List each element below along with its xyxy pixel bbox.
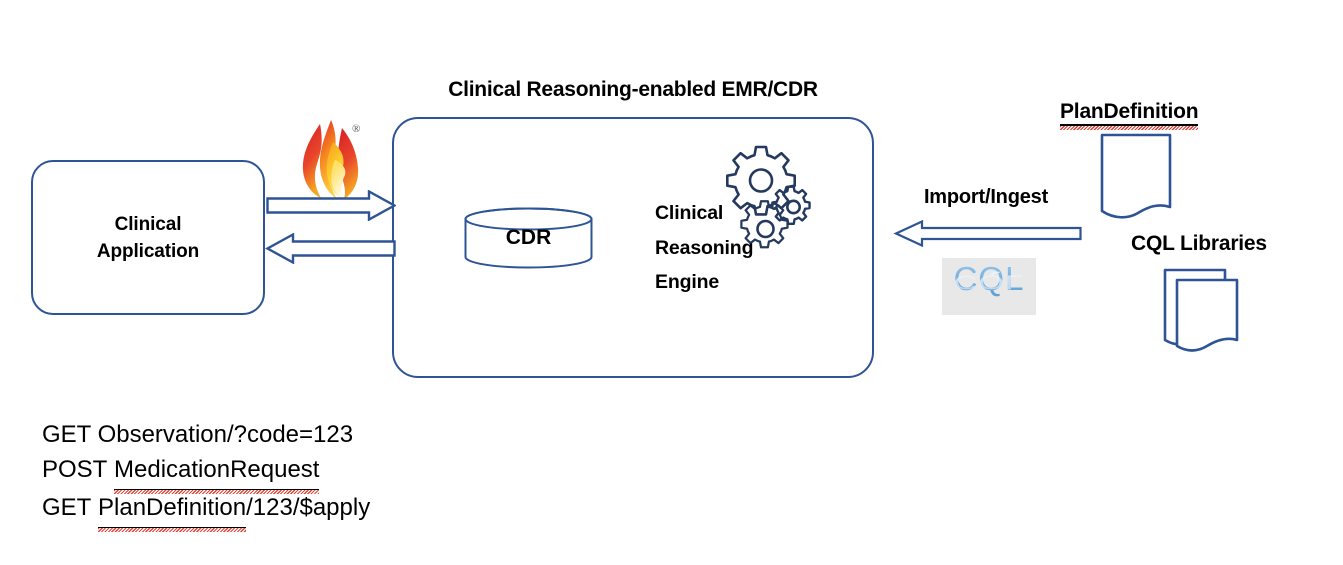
plandefinition-document-icon	[1100, 133, 1172, 223]
spellcheck-squiggle-plandefinition	[1060, 126, 1199, 130]
clinical-reasoning-engine-label: Clinical Reasoning Engine	[655, 196, 835, 300]
cdr-database-cylinder	[463, 207, 594, 269]
cre-line-2: Reasoning	[655, 236, 754, 259]
cdr-label: CDR	[505, 226, 552, 249]
request-line-2: POST MedicationRequest	[42, 452, 370, 494]
cql-libraries-documents-icon	[1163, 268, 1253, 358]
request-line-3-suffix: /123/$apply	[246, 494, 371, 521]
cql-libraries-label: CQL Libraries	[1131, 232, 1267, 255]
response-arrow-left	[259, 232, 396, 265]
plandefinition-label: PlanDefinition	[1060, 100, 1199, 130]
request-line-3-verb: GET	[42, 494, 92, 521]
cre-line-1: Clinical	[655, 202, 724, 224]
request-line-2-resource: MedicationRequest	[114, 452, 320, 494]
gears-icon	[714, 141, 814, 253]
clinical-application-line-1: Clinical	[114, 214, 182, 235]
import-ingest-label: Import/Ingest	[923, 186, 1049, 208]
request-arrow-right	[266, 189, 397, 222]
clinical-application-line-2: Application	[96, 240, 200, 262]
example-requests-block: GET Observation/?code=123 POST Medicatio…	[42, 417, 371, 532]
request-line-2-verb: POST	[42, 456, 108, 483]
request-line-1-text: GET Observation/?code=123	[42, 421, 354, 448]
request-line-3-resource: PlanDefinition	[98, 490, 247, 532]
cql-logo-text: CQL	[942, 260, 1036, 298]
fhir-flame-icon	[297, 118, 363, 206]
cql-logo-reflection: CQL	[942, 270, 1036, 294]
registered-trademark-mark: ®	[352, 123, 361, 135]
plandefinition-label-text: PlanDefinition	[1060, 100, 1199, 123]
cre-line-3: Engine	[655, 271, 720, 294]
cql-logo: CQL CQL	[942, 258, 1036, 315]
import-ingest-arrow-left	[890, 219, 1082, 248]
clinical-application-label: Clinical Application	[33, 212, 263, 266]
emr-container-title: Clinical Reasoning-enabled EMR/CDR	[448, 78, 818, 101]
request-line-3: GET PlanDefinition/123/$apply	[42, 490, 371, 532]
clinical-application-box: Clinical Application	[31, 160, 265, 315]
request-line-1: GET Observation/?code=123	[42, 417, 370, 452]
